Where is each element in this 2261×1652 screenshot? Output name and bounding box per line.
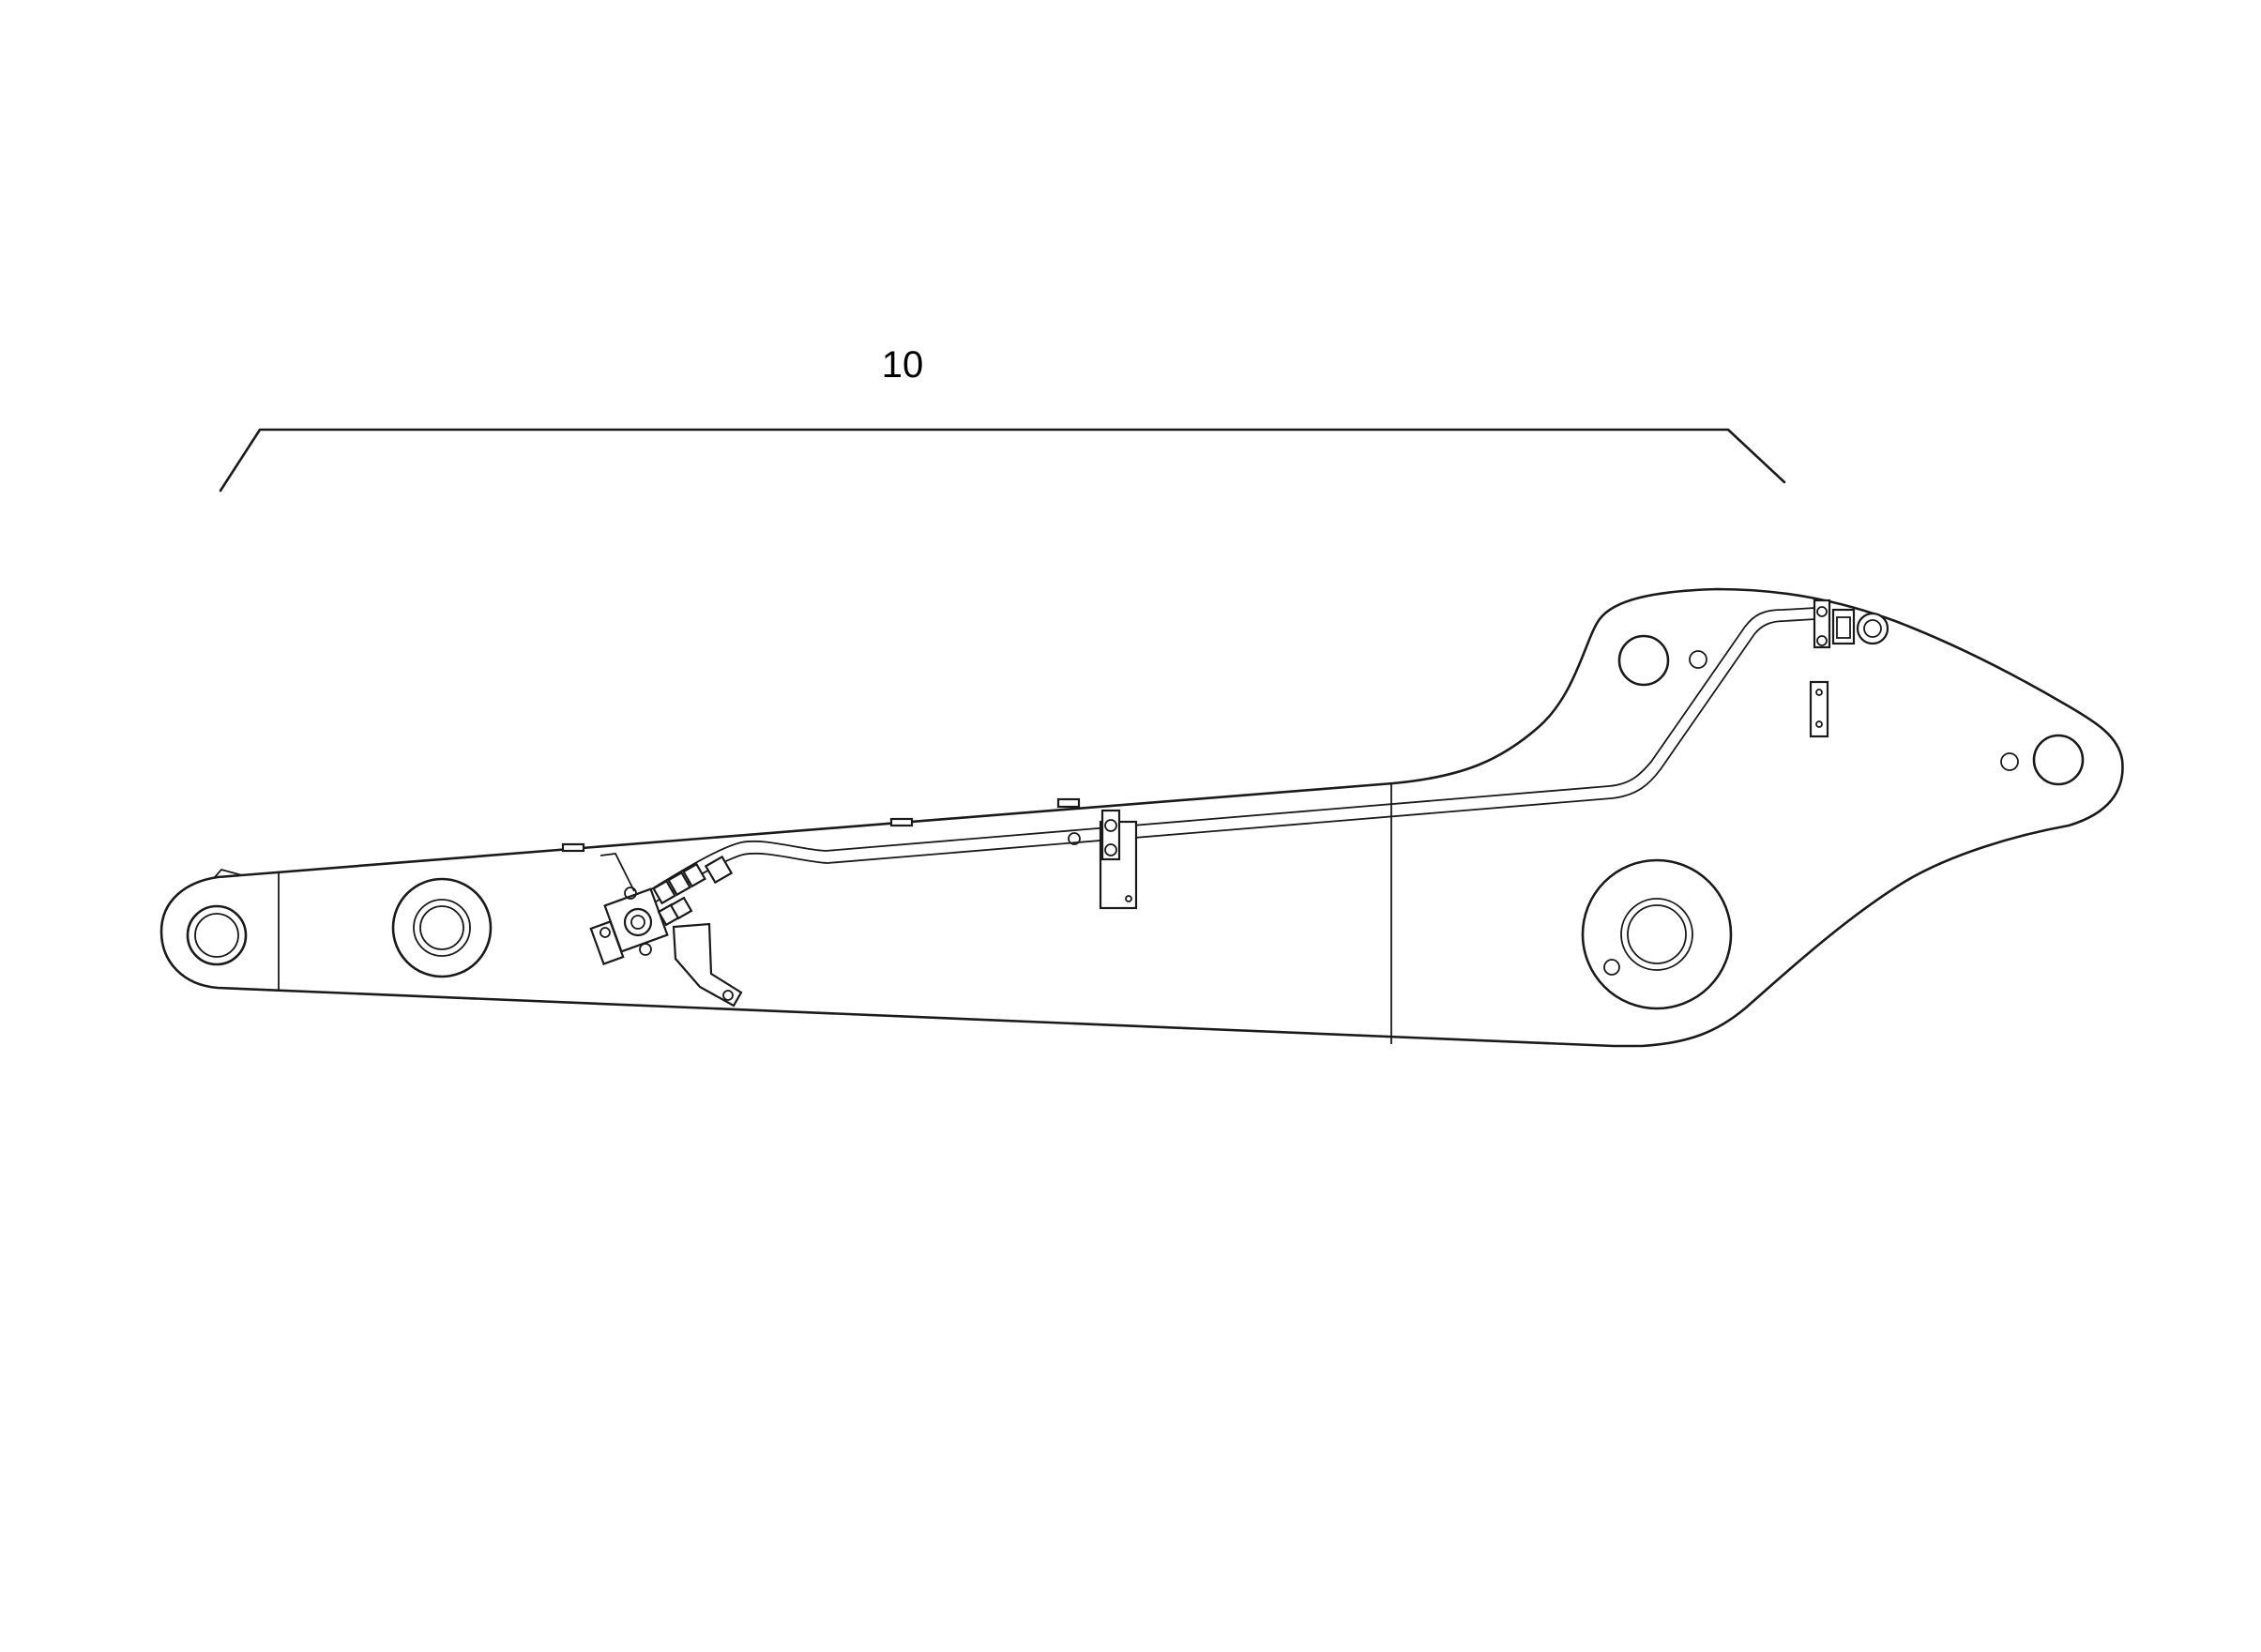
- top-tab-right: [1056, 797, 1081, 809]
- valve-assembly: [589, 853, 743, 1008]
- valve-upper-bolt: [624, 887, 637, 900]
- head-pin-hole-upper: [1617, 634, 1670, 687]
- pipe-clamp-bolt-upper: [1104, 819, 1117, 832]
- pipe-clamp-head: [1809, 599, 1889, 738]
- left-boss-middle: [413, 899, 471, 957]
- pipe-clamp-middle: [1068, 809, 1138, 910]
- head-clamp-bolt-lower: [1816, 635, 1828, 646]
- head-small-plate-bolt-lower: [1815, 720, 1823, 728]
- head-end-fitting-inner: [1863, 619, 1882, 638]
- valve-mount-bracket: [672, 922, 743, 1008]
- main-pivot-boss-outer: [1581, 858, 1733, 1010]
- valve-fitting-1: [652, 879, 676, 905]
- hydraulic-pipe-bottom: [620, 618, 1816, 924]
- head-small-plate-bolt-upper: [1815, 689, 1823, 696]
- pipe-clamp-bolt-lower: [1104, 843, 1117, 856]
- valve-fitting-6: [669, 896, 693, 920]
- main-pivot-boss-inner: [1627, 904, 1687, 964]
- boom-outline: [159, 587, 2124, 1048]
- head-clamp-bolt-upper: [1816, 606, 1828, 617]
- main-pivot-grease-hole: [1603, 959, 1620, 976]
- head-end-fitting: [1856, 612, 1889, 645]
- valve-center-fitting-inner: [630, 915, 645, 930]
- valve-left-port: [589, 920, 625, 965]
- left-boss-inner: [419, 905, 464, 950]
- left-end-lug: [213, 868, 243, 879]
- valve-lower-bolt: [639, 943, 652, 956]
- left-boss-outer: [391, 877, 493, 978]
- main-pivot-boss-middle: [1620, 898, 1693, 971]
- left-pin-boss-outer: [186, 904, 248, 966]
- head-small-plate: [1809, 680, 1829, 738]
- valve-bracket-bolt: [722, 990, 734, 1001]
- valve-fitting-2: [667, 871, 691, 897]
- left-pin-boss-inner: [194, 913, 239, 958]
- hydraulic-pipe-top: [614, 607, 1816, 913]
- valve-upper-link: [599, 853, 635, 892]
- callout-number: 10: [882, 344, 924, 386]
- valve-center-fitting: [623, 907, 653, 937]
- top-tab-left: [561, 842, 585, 853]
- head-pin-hole-right: [2032, 734, 2085, 786]
- head-clamp-strap: [1813, 599, 1831, 649]
- top-tab-middle: [889, 817, 914, 827]
- head-small-hole-right: [2000, 752, 2019, 771]
- head-fitting-body-inner: [1836, 616, 1851, 639]
- valve-left-port-bolt: [599, 927, 611, 938]
- head-small-hole-upper: [1689, 650, 1707, 669]
- valve-fitting-3: [682, 862, 706, 888]
- pipe-clamp-side-hole: [1068, 832, 1081, 845]
- valve-fitting-4: [704, 855, 734, 885]
- head-fitting-body: [1831, 608, 1856, 645]
- pipe-clamp-plate-bolt: [1125, 895, 1132, 902]
- callout-bracket: [219, 428, 1786, 493]
